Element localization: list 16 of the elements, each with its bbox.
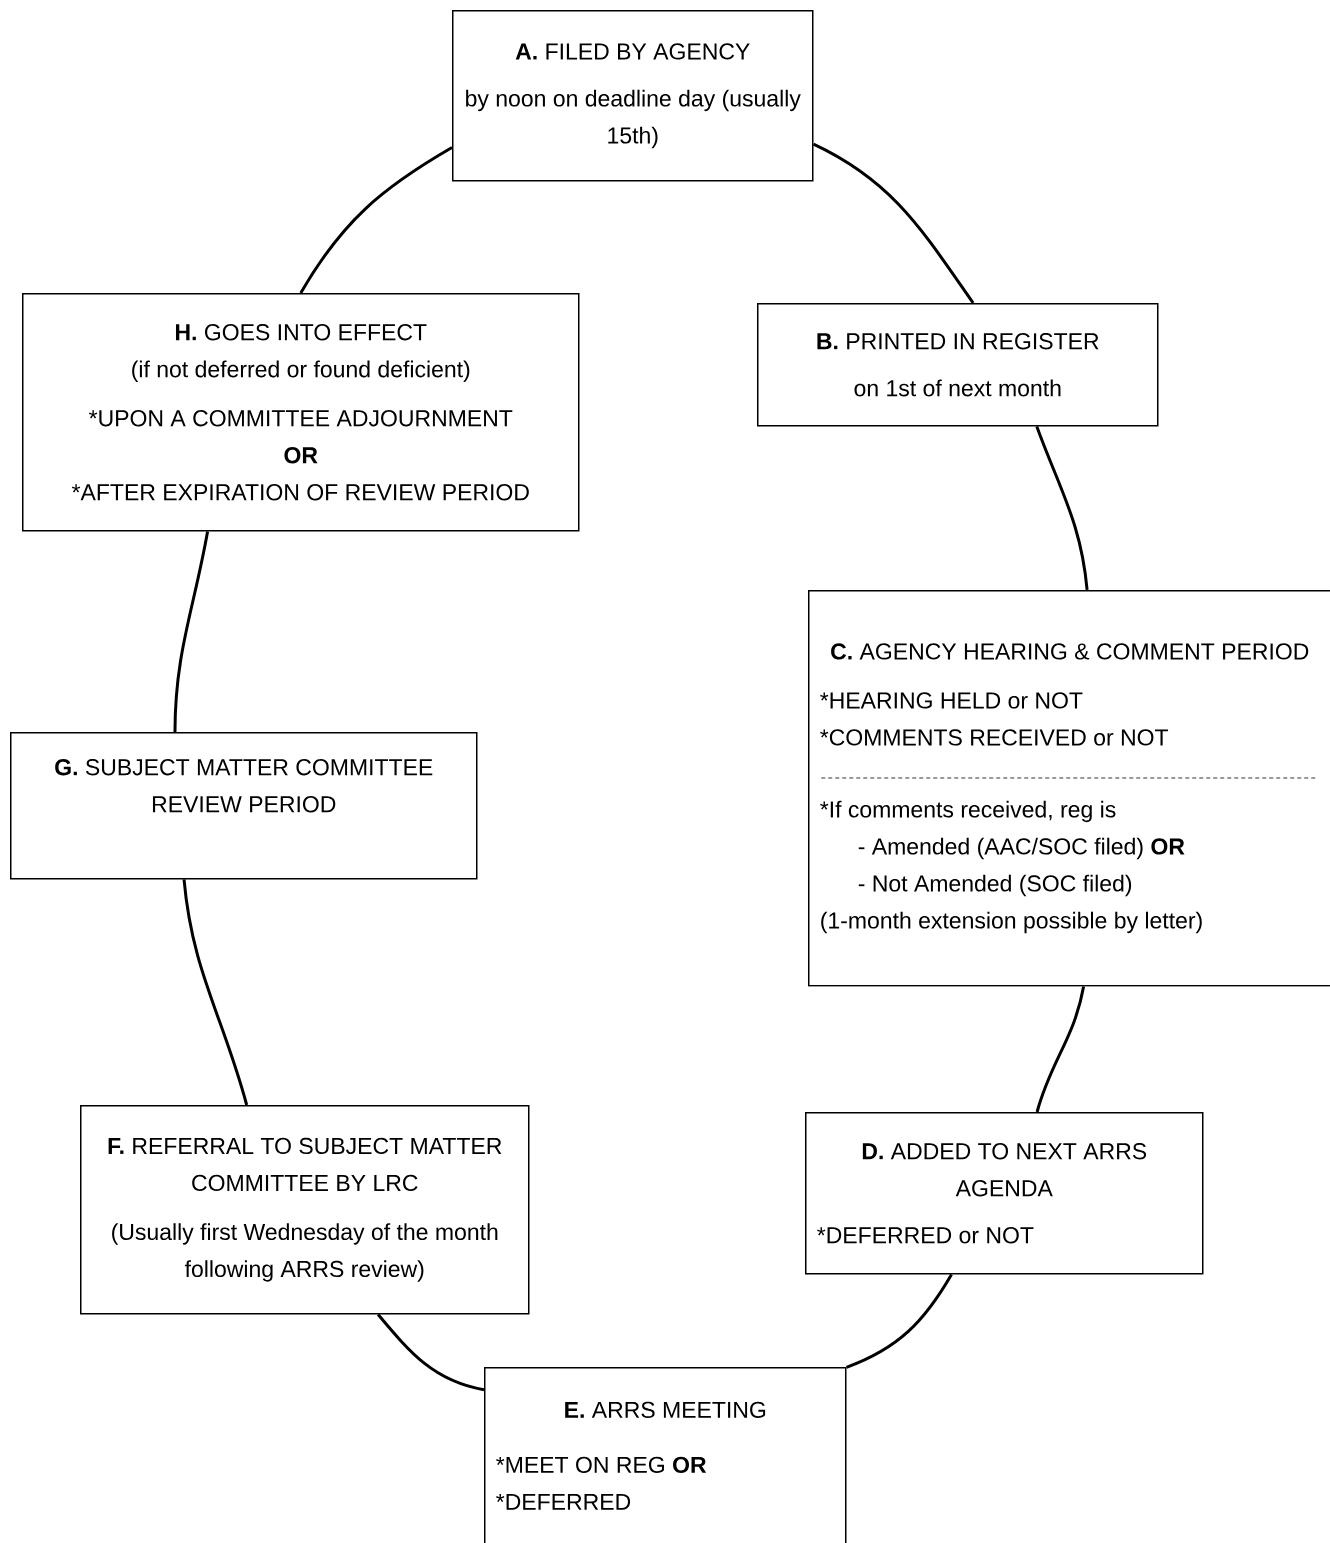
connector-line: [1035, 986, 1086, 1113]
connector-line: [812, 142, 975, 304]
process-box: C. AGENCY HEARING & COMMENT PERIOD *HEARING HELD or NOT *COMMENTS RECEIVED or NOT *If comments received, reg is - Amended (AAC/SOC filed) OR - Not Amended (SOC filed) (1-month extension possible by letter): [808, 590, 1330, 987]
process-box: H. GOES INTO EFFECT (if not deferred or found deficient) *UPON A COMMITTEE ADJOURNMENT OR *AFTER EXPIRATION OF REVIEW PERIOD: [22, 293, 580, 532]
connector-line: [182, 879, 249, 1106]
connector-line: [376, 1313, 485, 1392]
process-box: G. SUBJECT MATTER COMMITTEE REVIEW PERIOD: [10, 732, 478, 880]
process-box: B. PRINTED IN REGISTER on 1st of next month: [757, 303, 1159, 427]
connector-line: [1035, 425, 1089, 591]
connector-line: [845, 1273, 953, 1369]
connector-line: [299, 146, 453, 294]
process-box: D. ADDED TO NEXT ARRS AGENDA *DEFERRED or NOT: [805, 1112, 1204, 1275]
connector-line: [173, 531, 210, 733]
process-box: F. REFERRAL TO SUBJECT MATTER COMMITTEE BY LRC (Usually first Wednesday of the month following ARRS review): [80, 1105, 530, 1315]
process-box: A. FILED BY AGENCY by noon on deadline day (usually 15th): [452, 10, 814, 182]
process-box: E. ARRS MEETING *MEET ON REG OR *DEFERRED: [484, 1367, 847, 1543]
